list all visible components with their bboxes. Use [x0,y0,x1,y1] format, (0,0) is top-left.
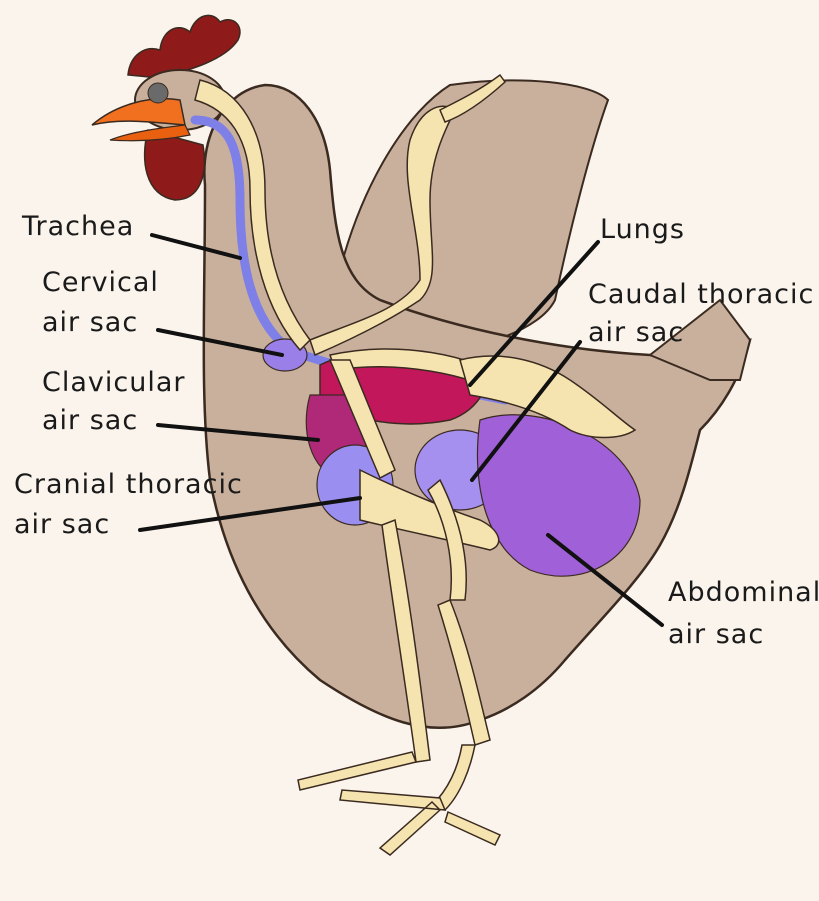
label-abdominal-line2: air sac [668,618,764,652]
label-clavicular-line1: Clavicular [42,366,185,400]
comb [128,15,240,78]
label-cranial-line2: air sac [14,508,110,542]
label-lungs: Lungs [600,213,685,247]
eye-socket [148,83,168,103]
label-cervical-line2: air sac [42,306,138,340]
beak [92,99,185,125]
label-clavicular-line2: air sac [42,404,138,438]
label-abdominal-line1: Abdominal [668,576,819,610]
label-cranial-line1: Cranial thoracic [14,468,243,502]
label-trachea: Trachea [22,210,134,244]
label-caudal-line1: Caudal thoracic [588,278,814,312]
label-caudal-line2: air sac [588,316,684,350]
label-cervical-line1: Cervical [42,266,159,300]
